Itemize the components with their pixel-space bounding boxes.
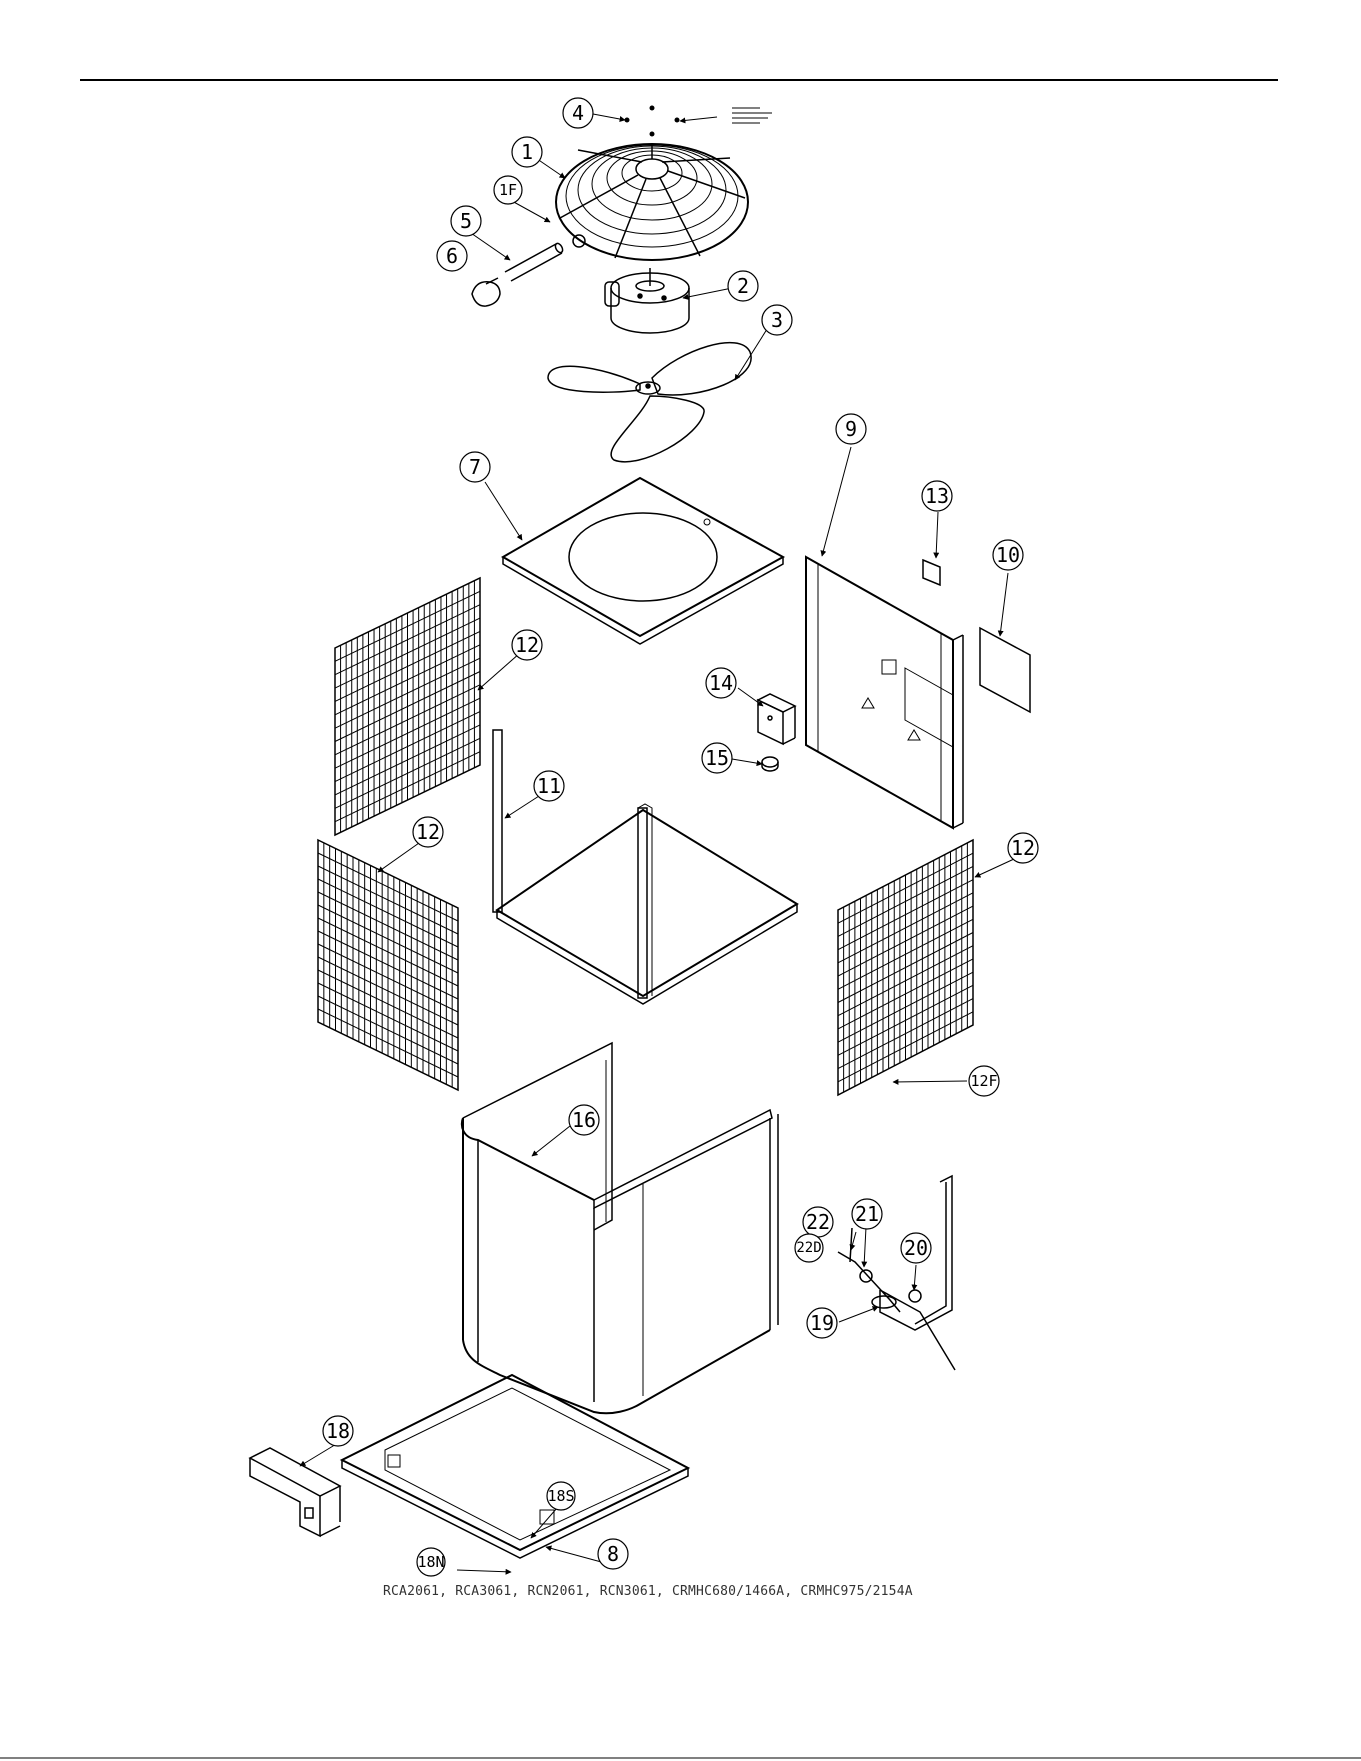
- control-panel: [806, 557, 963, 828]
- callout-12-lower-left: 12: [413, 817, 443, 847]
- base-pan: [342, 1375, 688, 1558]
- callout-4: 4: [563, 98, 593, 128]
- conduit-tube: [505, 242, 564, 281]
- callout-14: 14: [706, 668, 736, 698]
- callout-22d: 22D: [795, 1234, 823, 1262]
- capacitor: [762, 757, 778, 771]
- cover-plate-small: [923, 560, 940, 585]
- callout-label: 22: [806, 1210, 830, 1234]
- access-panel: [980, 628, 1030, 712]
- callout-label: 10: [996, 543, 1020, 567]
- callout-12-lower-right: 12: [1008, 833, 1038, 863]
- callout-20: 20: [901, 1233, 931, 1263]
- lubrication-label-icon: [732, 108, 772, 123]
- callout-label: 2: [737, 274, 749, 298]
- callout-label: 7: [469, 455, 481, 479]
- callout-label: 1: [521, 140, 533, 164]
- callout-label: 14: [709, 671, 733, 695]
- control-box: [758, 694, 795, 744]
- mounting-bracket: [250, 1448, 340, 1536]
- callout-label: 12: [1011, 836, 1035, 860]
- guard-screws: [625, 106, 680, 137]
- callout-label: 1F: [499, 181, 517, 199]
- callout-18n: 18N: [417, 1548, 445, 1576]
- callout-6: 6: [437, 241, 467, 271]
- callout-label: 8: [607, 1542, 619, 1566]
- callout-5: 5: [451, 206, 481, 236]
- fan-guard: [556, 144, 748, 260]
- callout-label: 18N: [417, 1553, 444, 1571]
- callout-label: 11: [537, 774, 561, 798]
- callout-15: 15: [702, 743, 732, 773]
- callout-label: 21: [855, 1202, 879, 1226]
- callout-19: 19: [807, 1308, 837, 1338]
- callout-label: 4: [572, 101, 584, 125]
- callout-label: 13: [925, 484, 949, 508]
- corner-post-frame: [493, 730, 797, 1004]
- callout-1f: 1F: [494, 176, 522, 204]
- conduit-elbow: [472, 278, 500, 306]
- callout-3: 3: [762, 305, 792, 335]
- callout-label: 19: [810, 1311, 834, 1335]
- top-panel: [503, 478, 783, 644]
- callout-10: 10: [993, 540, 1023, 570]
- callout-13: 13: [922, 481, 952, 511]
- callout-22: 22: [803, 1207, 833, 1237]
- callout-18s: 18S: [547, 1482, 575, 1510]
- callout-label: 20: [904, 1236, 928, 1260]
- callout-label: 12: [515, 633, 539, 657]
- fan-blade: [548, 343, 751, 462]
- callout-9: 9: [836, 414, 866, 444]
- callout-label: 12: [416, 820, 440, 844]
- callout-label: 6: [446, 244, 458, 268]
- callout-label: 22D: [796, 1240, 821, 1256]
- fan-motor: [605, 268, 689, 333]
- callout-label: 18S: [547, 1487, 574, 1505]
- callout-label: 3: [771, 308, 783, 332]
- callout-label: 15: [705, 746, 729, 770]
- model-numbers-caption: RCA2061, RCA3061, RCN2061, RCN3061, CRMH…: [383, 1584, 913, 1599]
- callout-18: 18: [323, 1416, 353, 1446]
- cabinet-wrapper: [462, 1043, 778, 1413]
- callout-label: 9: [845, 417, 857, 441]
- callout-16: 16: [569, 1105, 599, 1135]
- callout-label: 5: [460, 209, 472, 233]
- callout-label: 16: [572, 1108, 596, 1132]
- callout-11: 11: [534, 771, 564, 801]
- callout-21: 21: [852, 1199, 882, 1229]
- callout-label: 18: [326, 1419, 350, 1443]
- callout-2: 2: [728, 271, 758, 301]
- callout-7: 7: [460, 452, 490, 482]
- callout-1: 1: [512, 137, 542, 167]
- callout-12f: 12F: [969, 1066, 999, 1096]
- callout-label: 12F: [970, 1072, 997, 1090]
- callout-8: 8: [598, 1539, 628, 1569]
- callout-12-upper-left: 12: [512, 630, 542, 660]
